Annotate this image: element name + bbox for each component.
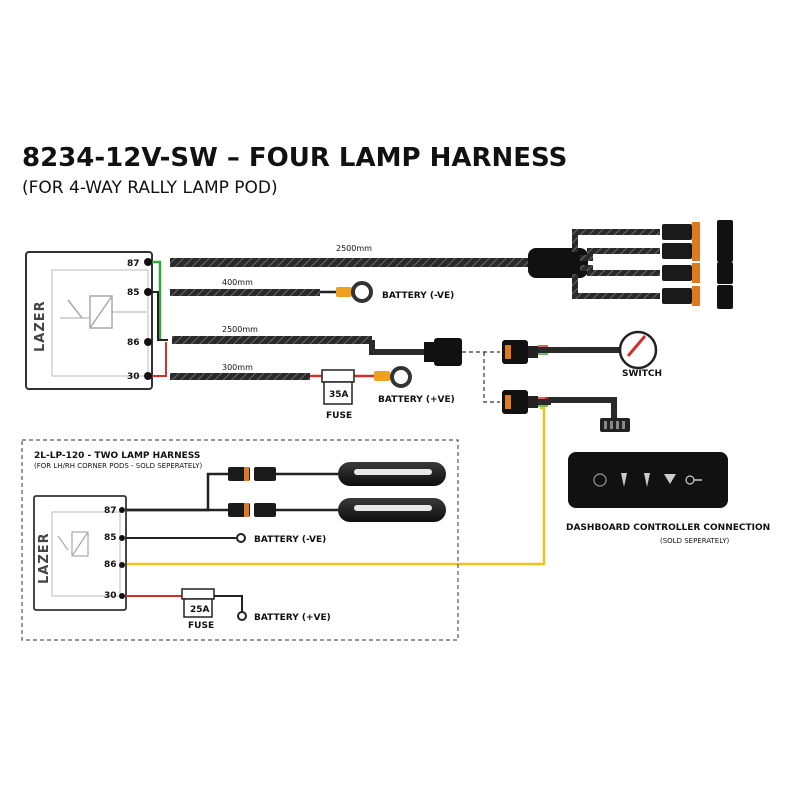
relay-pin-labels: 87 85 86 30: [127, 259, 140, 382]
two-lamp-pin-30: 30: [104, 591, 117, 601]
two-lamp-relay: LAZER 87 85 86 30: [33, 495, 127, 611]
splitter-block: [528, 248, 588, 278]
battery-pos-label: BATTERY (+VE): [378, 395, 455, 405]
two-lamp-pin-85: 85: [104, 533, 117, 543]
lamp-connector-4: [662, 285, 733, 309]
lamp-connectors: [662, 220, 733, 309]
two-lamp-note: (FOR LH/RH CORNER PODS - SOLD SEPERATELY…: [34, 462, 203, 470]
wire-85-length: 400mm: [222, 278, 253, 287]
switch-icon: [618, 330, 658, 370]
controller-dim-icon: [644, 473, 650, 487]
two-lamp-fuse-label: FUSE: [188, 621, 214, 631]
two-lamp-harness-box: [21, 439, 459, 641]
two-lamp-battery-neg-terminal: [236, 533, 246, 543]
wire-86-loom: [172, 336, 372, 344]
controller-power-icon: [593, 473, 607, 487]
lamp-bar-2: [338, 498, 446, 522]
two-lamp-fuse: 25A: [181, 588, 215, 618]
switch-label: SWITCH: [622, 369, 662, 379]
wire-30-length: 300mm: [222, 363, 253, 372]
lamp-connector-1: [662, 220, 733, 244]
lamp-connector-2: [662, 240, 733, 262]
main-relay: LAZER 87 85 86 30: [25, 251, 153, 390]
main-fuse: 35A: [321, 369, 355, 405]
switch-plug-a: [424, 338, 462, 366]
controller-title: DASHBOARD CONTROLLER CONNECTION: [566, 523, 770, 533]
two-lamp-battery-neg-label: BATTERY (-VE): [254, 535, 326, 545]
two-lamp-pin-87: 87: [104, 506, 117, 516]
wire-87-loom: [170, 258, 530, 267]
controller-down-icon: [664, 474, 676, 484]
yellow-trigger-wire: [126, 406, 546, 566]
lamp-bar-1: [338, 462, 446, 486]
wire-30-loom: [170, 373, 310, 380]
lamp-branches: [572, 229, 660, 299]
pin-30-label: 30: [127, 372, 140, 382]
controller-plug: [502, 390, 538, 414]
battery-neg-terminal: [336, 281, 373, 303]
two-lamp-pin-86: 86: [104, 560, 117, 570]
wire-86-length: 2500mm: [222, 325, 258, 334]
page-title: 8234-12V-SW – FOUR LAMP HARNESS: [22, 143, 567, 173]
pin-87-label: 87: [127, 259, 140, 269]
two-lamp-battery-pos-label: BATTERY (+VE): [254, 613, 331, 623]
dashboard-controller: [568, 418, 728, 508]
switch-plug-b: [502, 340, 538, 364]
relay-brand-logo: LAZER: [33, 300, 48, 352]
battery-neg-label: BATTERY (-VE): [382, 291, 454, 301]
main-fuse-label: FUSE: [326, 411, 352, 421]
controller-beam-icon: [621, 473, 627, 487]
battery-pos-terminal: [374, 366, 412, 388]
pin-85-label: 85: [127, 288, 140, 298]
two-lamp-fuse-rating: 25A: [190, 605, 210, 615]
wire-85-loom: [170, 289, 320, 296]
pin-86-label: 86: [127, 338, 140, 348]
two-lamp-title: 2L-LP-120 - TWO LAMP HARNESS: [34, 451, 200, 461]
page-subtitle: (FOR 4-WAY RALLY LAMP POD): [22, 178, 278, 198]
lamp-connector-3: [662, 262, 733, 284]
main-fuse-rating: 35A: [329, 390, 349, 400]
two-lamp-battery-pos-terminal: [237, 611, 247, 621]
two-lamp-connectors: [228, 467, 276, 517]
two-lamp-relay-brand: LAZER: [37, 532, 52, 584]
wire-87-length: 2500mm: [336, 244, 372, 253]
controller-note: (SOLD SEPERATELY): [660, 537, 729, 545]
